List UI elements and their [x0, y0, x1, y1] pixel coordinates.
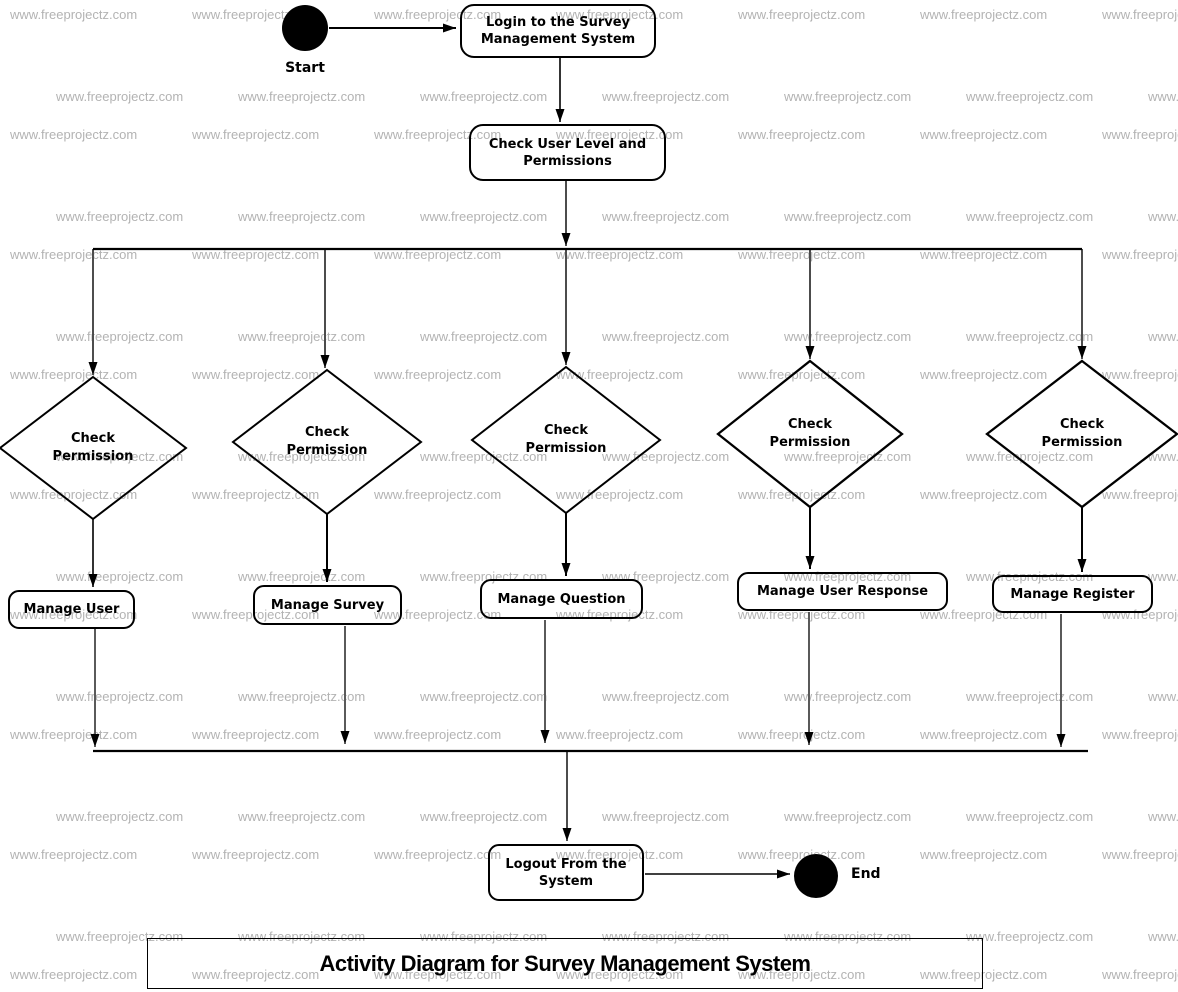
activity-logout-label: Logout From the System [505, 856, 627, 889]
activity-login-label: Login to the Survey Management System [480, 15, 636, 47]
activity-manage-survey: Manage Survey [253, 585, 402, 625]
end-node [794, 854, 838, 898]
activity-manage-question-label: Manage Question [497, 591, 626, 607]
decision-label-3: Check Permission [525, 423, 607, 456]
activity-manage-user-label: Manage User [23, 602, 120, 617]
activity-check-user-level: Check User Level and Permissions [469, 124, 666, 181]
start-node [282, 5, 328, 51]
start-label: Start [285, 60, 325, 76]
activity-manage-register: Manage Register [992, 575, 1153, 613]
activity-manage-user-response: Manage User Response [737, 572, 948, 611]
activity-manage-survey-label: Manage Survey [270, 597, 385, 613]
decision-label-1: Check Permission [52, 431, 134, 464]
activity-login: Login to the Survey Management System [460, 4, 656, 58]
activity-manage-user: Manage User [8, 590, 135, 629]
decision-label-2: Check Permission [286, 425, 368, 458]
activity-logout: Logout From the System [488, 844, 644, 901]
activity-manage-user-response-label: Manage User Response [756, 584, 929, 599]
activity-manage-register-label: Manage Register [1010, 586, 1135, 602]
activity-check-user-level-label: Check User Level and Permissions [488, 136, 647, 169]
activity-manage-question: Manage Question [480, 579, 643, 619]
decision-label-5: Check Permission [1041, 417, 1123, 450]
diagram-title: Activity Diagram for Survey Management S… [319, 950, 811, 976]
decision-label-4: Check Permission [769, 417, 851, 450]
end-label: End [851, 866, 881, 882]
diagram-title-box: Activity Diagram for Survey Management S… [147, 938, 983, 989]
